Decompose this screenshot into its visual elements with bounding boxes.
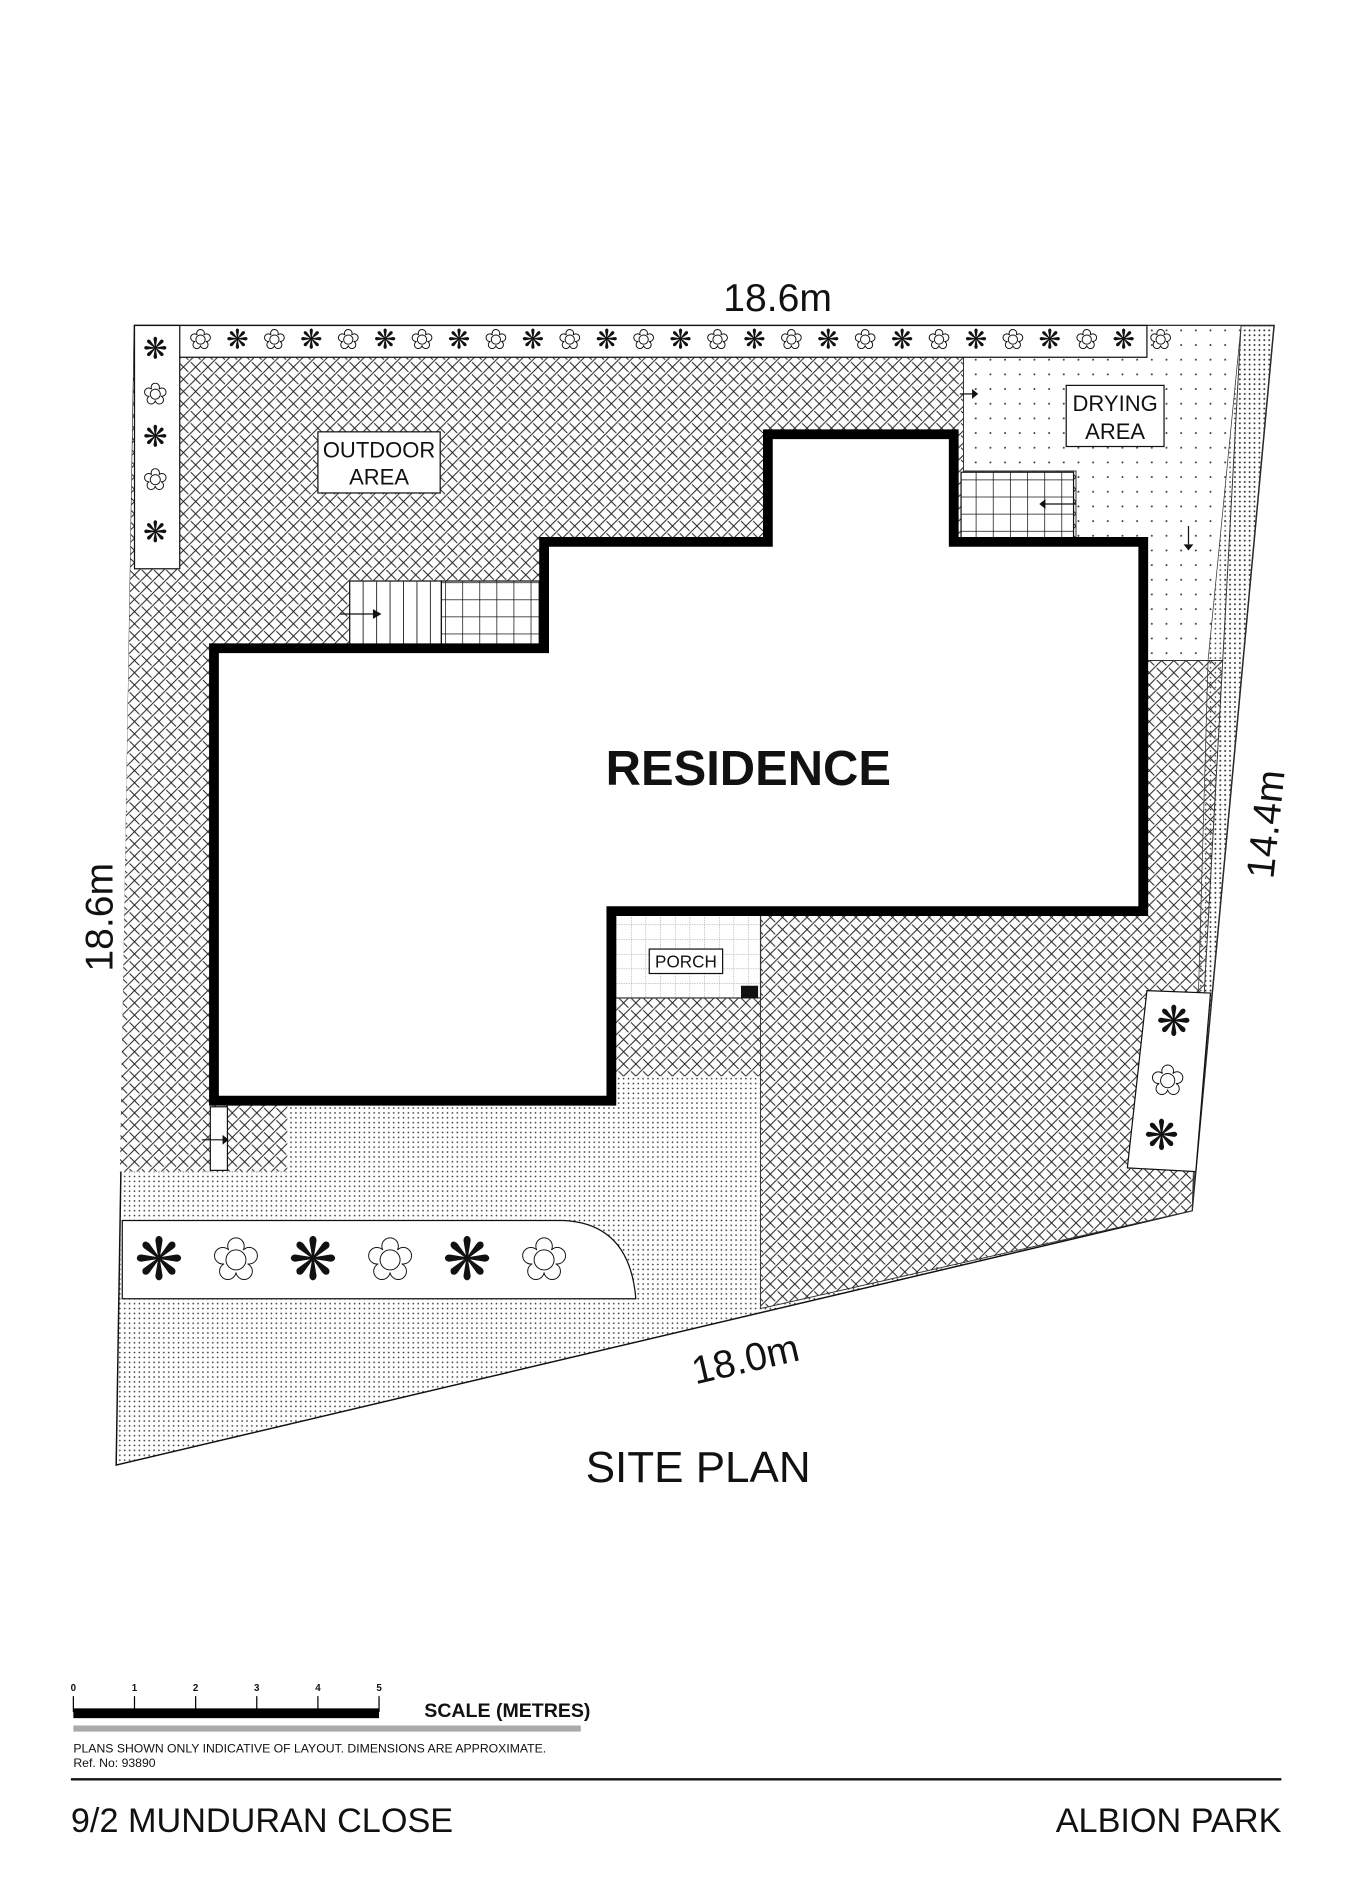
fern-plant-icon: ❋ — [300, 325, 323, 356]
plan-title: SITE PLAN — [586, 1443, 811, 1492]
garden-bed-front — [121, 1219, 637, 1300]
fern-plant-icon: ❋ — [522, 325, 545, 356]
footer-suburb: ALBION PARK — [1056, 1802, 1282, 1840]
scale-tick-label: 5 — [376, 1683, 382, 1694]
fern-plant-icon: ❋ — [1112, 325, 1135, 356]
fern-plant-icon: ❋ — [143, 332, 168, 366]
fern-plant-icon: ❋ — [817, 325, 840, 356]
fern-plant-icon: ❋ — [442, 1226, 491, 1294]
reference-number: Ref. No: 93890 — [73, 1756, 155, 1770]
flower-plant-icon: ✿ — [928, 325, 951, 356]
porch-label: PORCH — [655, 952, 717, 971]
flower-plant-icon: ✿ — [337, 325, 360, 356]
plant-icons: ✿ ❋ ✿ ❋ ✿ ❋ ✿ ❋ ✿ ❋ ✿ ❋ ✿ ❋ ✿ ❋ ✿ ❋ ✿ ❋ ✿ ❋ ✿ ❋ ✿ ❋ ✿ ❋ ✿ ❋ ✿ ❋ ❋ ✿ ❋ ✿ ❋ ✿ ❋ ✿… — [134, 324, 1191, 1294]
fern-plant-icon: ❋ — [1156, 997, 1191, 1046]
flower-plant-icon: ✿ — [706, 325, 729, 356]
drying-area-label: AREA — [1085, 419, 1145, 444]
footer-address: 9/2 MUNDURAN CLOSE — [71, 1802, 453, 1840]
scale-tick-label: 2 — [193, 1683, 199, 1694]
flower-plant-icon: ✿ — [520, 1226, 569, 1294]
side-strip — [1191, 325, 1275, 1211]
garden-bed-top — [133, 324, 1148, 358]
fern-plant-icon: ❋ — [891, 325, 914, 356]
fern-plant-icon: ❋ — [143, 420, 168, 454]
residence-outline — [209, 429, 1149, 1106]
fern-plant-icon: ❋ — [743, 325, 766, 356]
flower-plant-icon: ✿ — [211, 1226, 260, 1294]
scale-tick-label: 4 — [315, 1683, 321, 1694]
fern-plant-icon: ❋ — [448, 325, 471, 356]
flower-plant-icon: ✿ — [559, 325, 582, 356]
fern-plant-icon: ❋ — [965, 325, 988, 356]
fern-plant-icon: ❋ — [288, 1226, 337, 1294]
flower-plant-icon: ✿ — [263, 325, 286, 356]
garden-bed-right — [1126, 989, 1212, 1173]
dimension-top: 18.6m — [723, 277, 832, 320]
entry-marker — [740, 985, 759, 998]
scale-tick-label: 3 — [254, 1683, 260, 1694]
flower-plant-icon: ✿ — [411, 325, 434, 356]
fern-plant-icon: ❋ — [595, 325, 618, 356]
flower-plant-icon: ✿ — [632, 325, 655, 356]
dimension-left: 18.6m — [78, 863, 121, 972]
flower-plant-icon: ✿ — [1002, 325, 1025, 356]
flower-plant-icon: ✿ — [780, 325, 803, 356]
dimension-bottom: 18.0m — [688, 1327, 804, 1393]
fern-plant-icon: ❋ — [134, 1226, 183, 1294]
flower-plant-icon: ✿ — [189, 325, 212, 356]
fern-plant-icon: ❋ — [226, 325, 249, 356]
outdoor-area-label: OUTDOOR — [323, 438, 435, 463]
scale-tick-label: 0 — [71, 1683, 77, 1694]
flower-plant-icon: ✿ — [485, 325, 508, 356]
dimension-right: 14.4m — [1239, 768, 1293, 881]
flower-plant-icon: ✿ — [1149, 325, 1172, 356]
fern-plant-icon: ❋ — [143, 515, 168, 549]
scale-tick-label: 1 — [132, 1683, 138, 1694]
drying-area-label: DRYING — [1073, 391, 1158, 416]
flower-plant-icon: ✿ — [854, 325, 877, 356]
disclaimer-note: PLANS SHOWN ONLY INDICATIVE OF LAYOUT. D… — [73, 1741, 546, 1755]
outdoor-area-label: AREA — [349, 464, 409, 489]
fern-plant-icon: ❋ — [1144, 1110, 1179, 1159]
flower-plant-icon: ✿ — [143, 463, 168, 497]
fern-plant-icon: ❋ — [1039, 325, 1062, 356]
flower-plant-icon: ✿ — [1150, 1055, 1185, 1104]
scale-label: SCALE (METRES) — [424, 1700, 590, 1722]
scale-bar: 0 1 2 3 4 5 SCALE (METRES) — [71, 1683, 590, 1732]
residence-label: RESIDENCE — [606, 742, 891, 796]
side-gate — [209, 1106, 229, 1171]
flower-plant-icon: ✿ — [143, 377, 168, 411]
garden-bed-left — [133, 324, 181, 570]
flower-plant-icon: ✿ — [1075, 325, 1098, 356]
fern-plant-icon: ❋ — [669, 325, 692, 356]
flower-plant-icon: ✿ — [365, 1226, 414, 1294]
fern-plant-icon: ❋ — [374, 325, 397, 356]
